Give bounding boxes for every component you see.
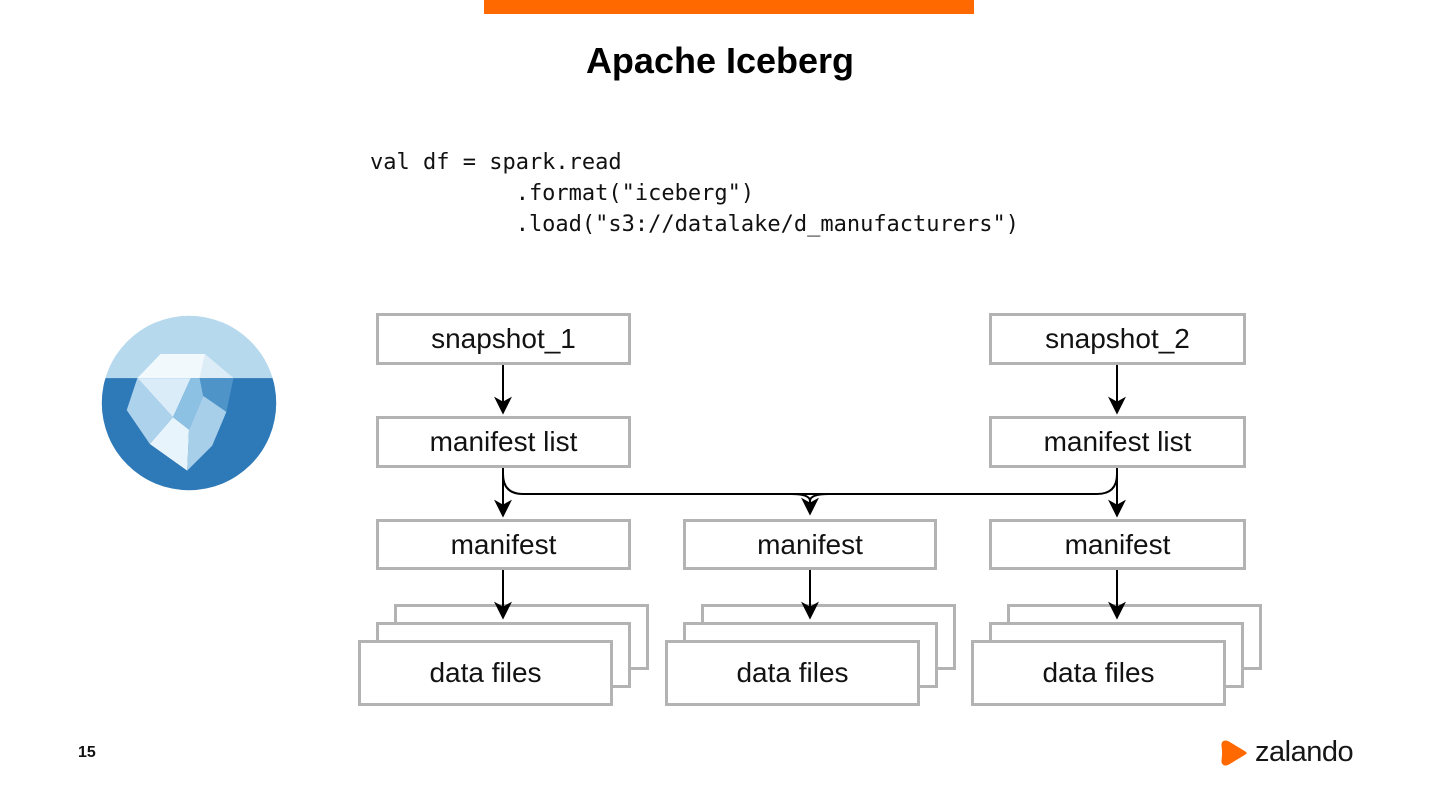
- node-label: manifest: [757, 528, 863, 560]
- node-manifest-list-right: manifest list: [989, 416, 1246, 468]
- node-label: manifest: [1064, 528, 1171, 560]
- node-label: manifest list: [1043, 426, 1192, 457]
- spark-code-snippet: val df = spark.read .format("iceberg") .…: [370, 150, 1020, 237]
- page-number: 15: [78, 744, 96, 761]
- node-label: data files: [736, 657, 849, 688]
- node-snapshot-2: snapshot_2: [989, 313, 1246, 365]
- node-label: manifest list: [429, 426, 578, 457]
- node-label: data files: [1042, 657, 1155, 688]
- node-label: data files: [429, 657, 542, 688]
- zalando-triangle-icon: [1221, 739, 1247, 766]
- zalando-logo: zalando: [1218, 736, 1354, 769]
- apache-iceberg-logo-icon: [100, 314, 278, 492]
- node-data-files-left: data files: [358, 640, 613, 706]
- node-data-files-middle: data files: [665, 640, 920, 706]
- node-label: snapshot_2: [1045, 323, 1190, 354]
- node-snapshot-1: snapshot_1: [376, 313, 631, 365]
- accent-bar: [484, 0, 974, 14]
- node-data-files-right: data files: [971, 640, 1226, 706]
- node-manifest-left: manifest: [376, 519, 631, 570]
- node-manifest-right: manifest: [989, 519, 1246, 570]
- slide-title: Apache Iceberg: [585, 40, 855, 81]
- node-manifest-list-left: manifest list: [376, 416, 631, 468]
- node-manifest-middle: manifest: [683, 519, 937, 570]
- node-label: snapshot_1: [431, 323, 576, 354]
- node-label: manifest: [450, 528, 557, 560]
- zalando-wordmark: zalando: [1255, 736, 1354, 768]
